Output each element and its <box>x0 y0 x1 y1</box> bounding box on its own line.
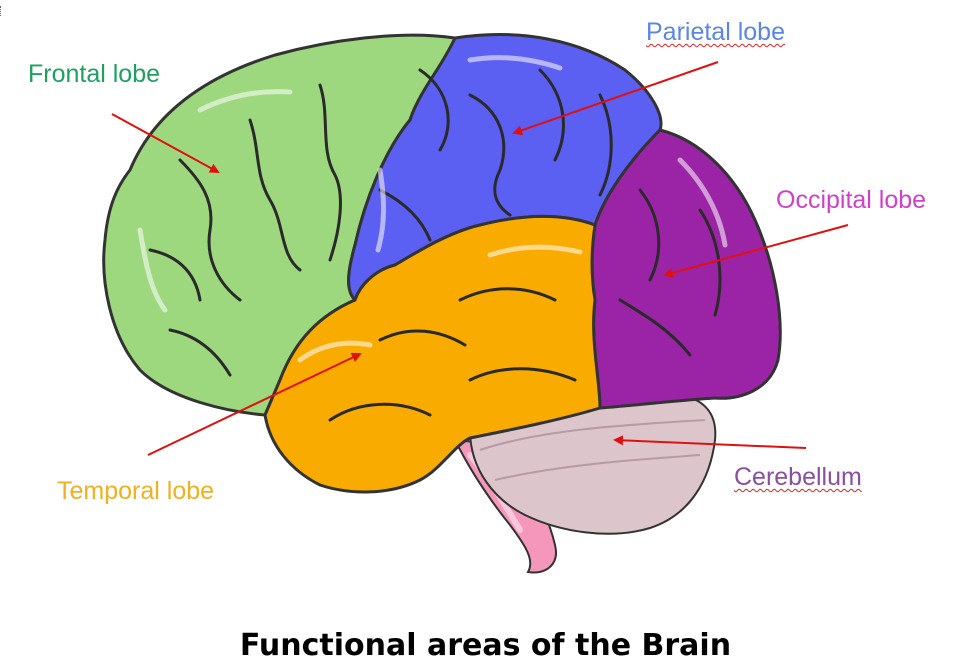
label-occipital-lobe: Occipital lobe <box>776 186 927 214</box>
corner-mark <box>0 6 5 16</box>
arrow-frontal <box>111 113 220 173</box>
temporal-lobe <box>263 214 602 494</box>
arrow-cerebellum <box>613 435 807 449</box>
page-title: Functional areas of the Brain <box>239 628 732 663</box>
arrow-parietal <box>512 61 719 136</box>
arrow-temporal <box>147 352 362 456</box>
gloss-highlights <box>137 55 728 363</box>
arrow-occipital <box>663 224 849 278</box>
label-parietal-lobe: Parietal lobe <box>646 18 785 46</box>
cerebellum-fold <box>494 454 701 481</box>
sulci-lines <box>148 68 722 422</box>
label-cerebellum: Cerebellum <box>734 463 862 491</box>
cerebellum-fold <box>479 419 706 451</box>
label-temporal-lobe: Temporal lobe <box>57 477 215 505</box>
label-frontal-lobe: Frontal lobe <box>28 60 161 88</box>
